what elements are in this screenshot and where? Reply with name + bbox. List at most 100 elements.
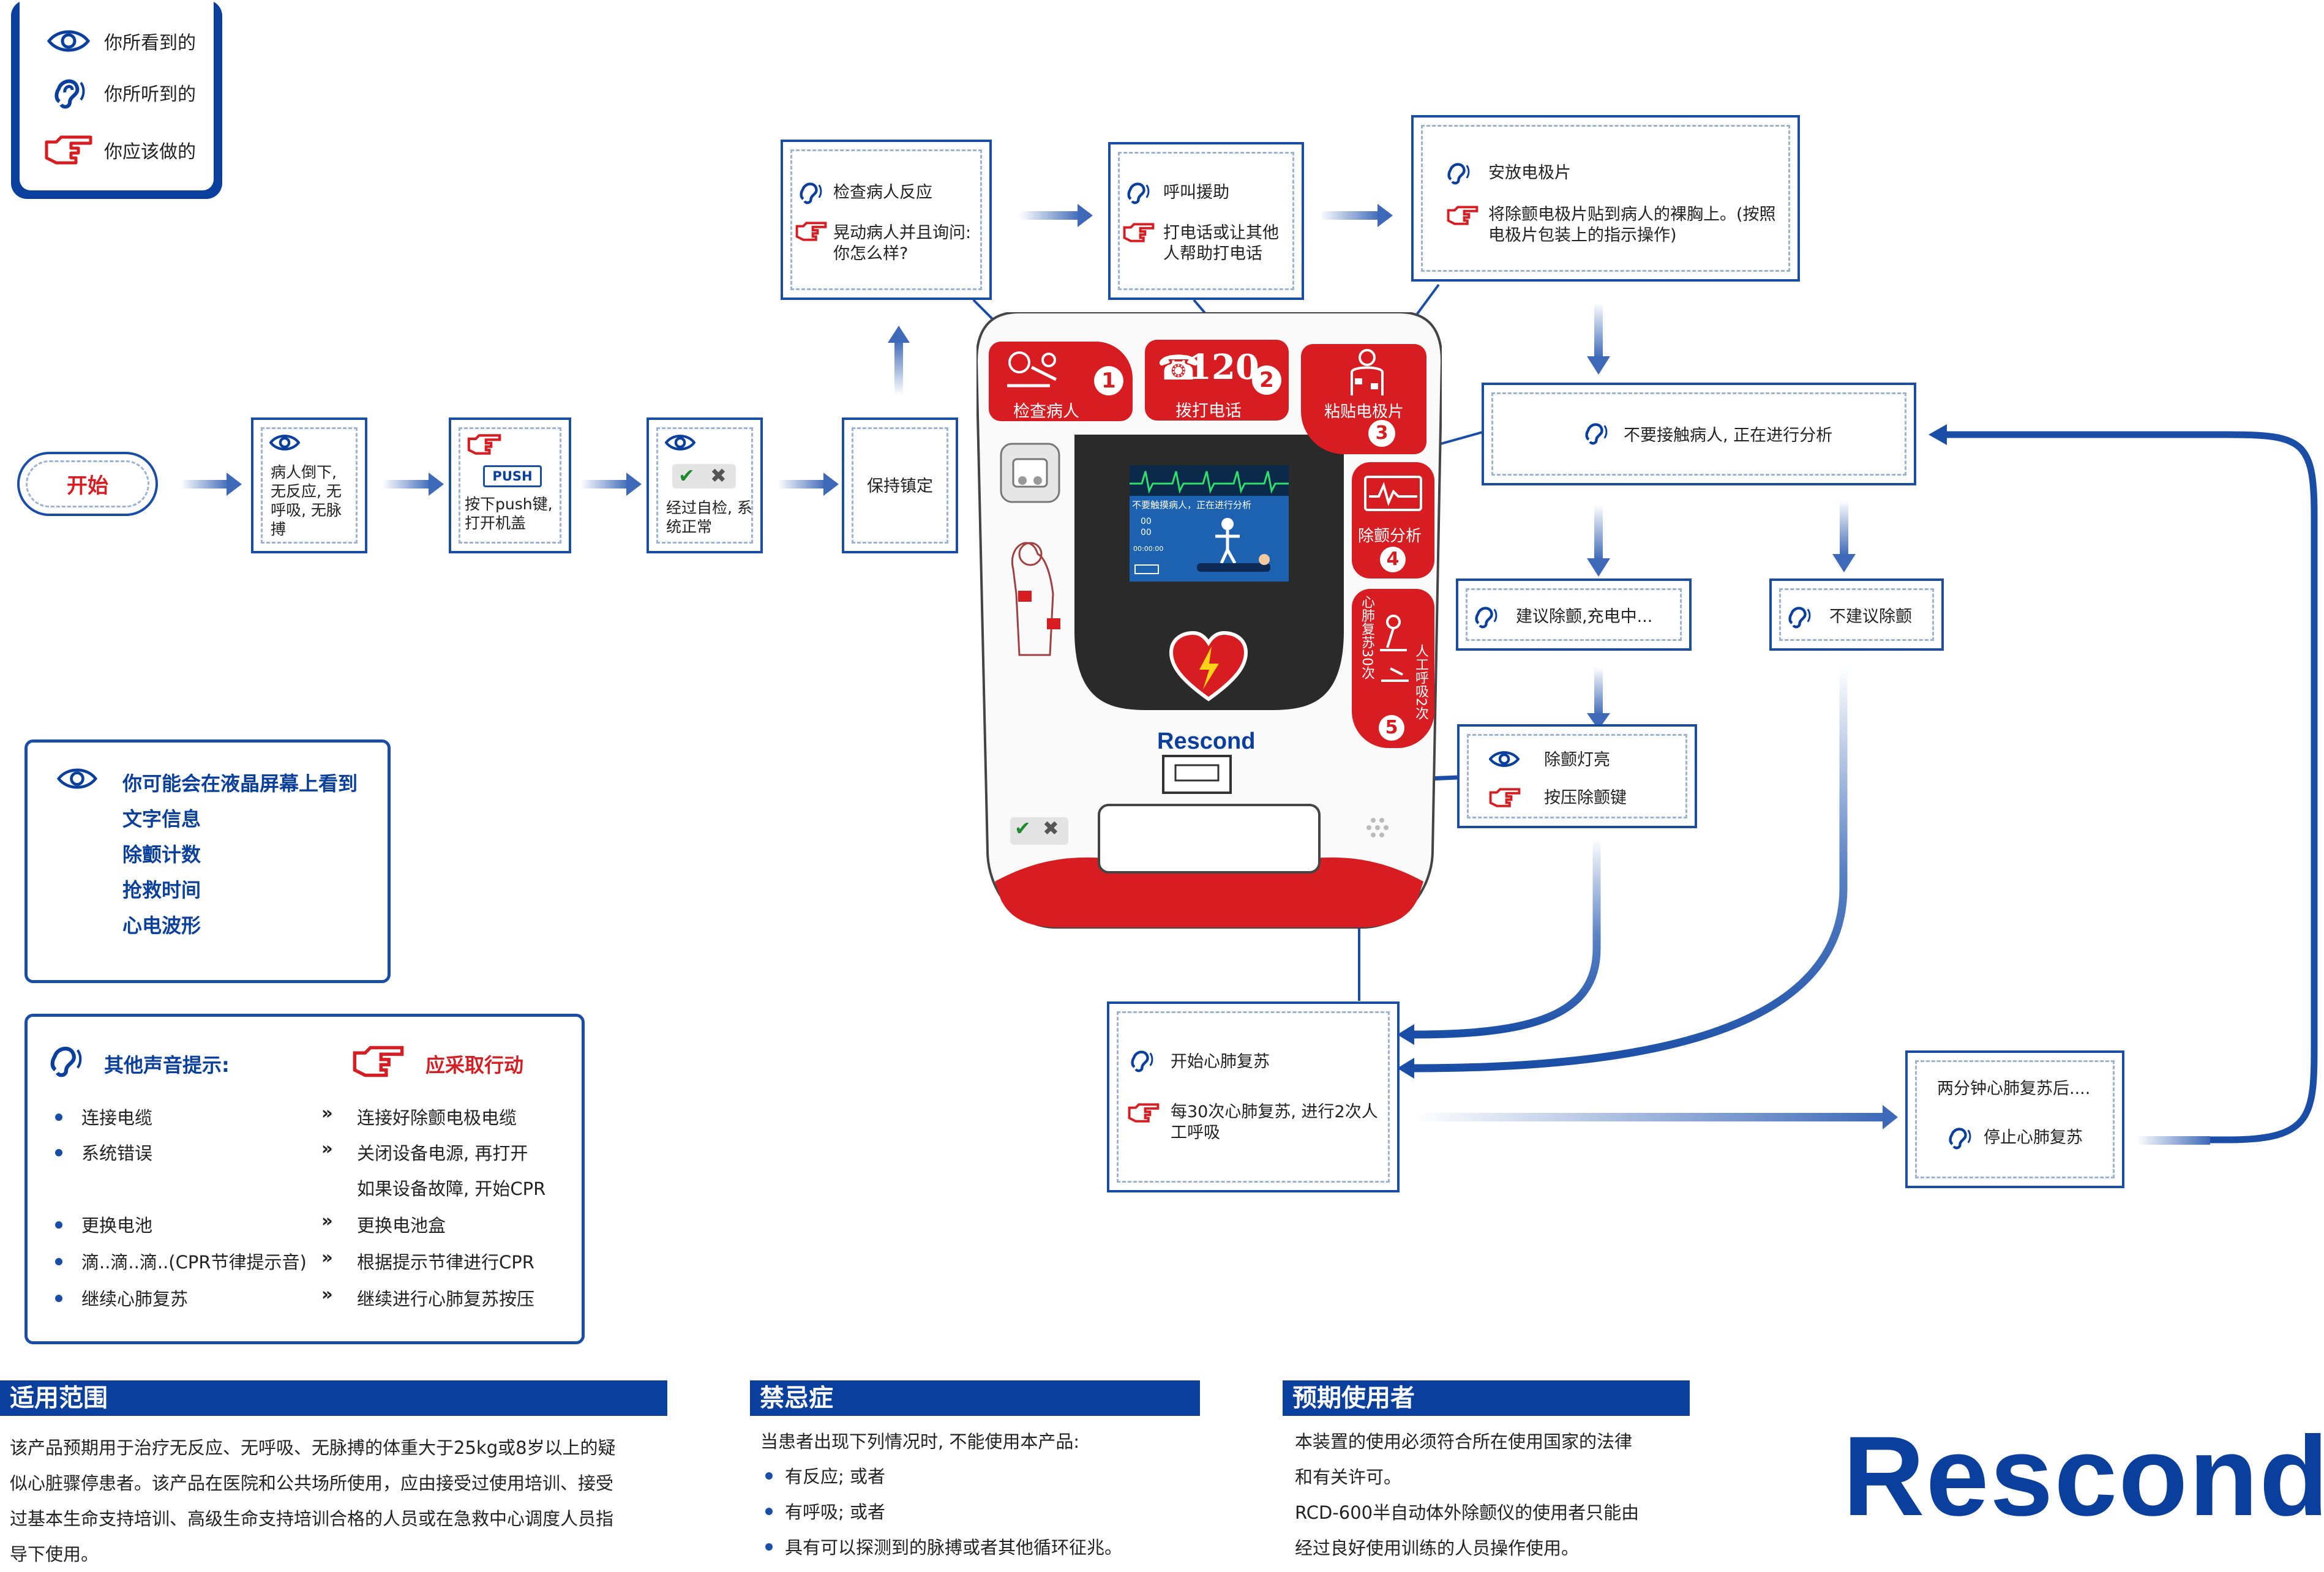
ear-icon [1128,1047,1155,1076]
lcd-item-ecg: 心电波形 [122,914,201,937]
shock-press-text: 按压除颤键 [1544,788,1627,807]
pointing-hand-icon [1128,1102,1160,1126]
scope-line: 似心脏骤停患者。该产品在医院和公共场所使用，应由接受过使用培训、接受 [10,1473,614,1494]
arrow-call-to-pads [1319,204,1393,227]
step-call-help: 呼叫援助 打电话或让其他人帮助打电话 [1108,142,1304,300]
scope-line: 过基本生命支持培训、高级生命支持培训合格的人员或在急救中心调度人员指 [10,1508,614,1529]
action-title: 应采取行动 [425,1054,524,1077]
action-item: 继续进行心肺复苏按压 [357,1289,535,1309]
action-item: 如果设备故障, 开始CPR [357,1178,546,1199]
users-line: RCD-600半自动体外除颤仪的使用者只能由 [1295,1502,1640,1523]
start-node: 开始 [17,452,158,516]
lcd-box-title: 你可能会在液晶屏幕上看到 [122,772,358,795]
legend-do: 你应该做的 [44,129,196,171]
sound-item: 继续心肺复苏 [81,1289,189,1309]
sound-item: 系统错误 [81,1143,153,1164]
double-chevron-icon: » [321,1284,333,1304]
check-hear-text: 检查病人反应 [833,183,932,202]
arrow-noshock-to-cpr [1414,667,1848,1072]
stop-cpr-text: 停止心肺复苏 [1984,1128,2083,1147]
pads-person-icon [1351,349,1384,395]
ear-icon [797,179,823,208]
lcd-item-rescue-time: 抢救时间 [122,878,201,902]
push-button: PUSH [483,465,542,487]
shock-advised-text: 建议除颤,充电中... [1516,607,1653,626]
legend-do-label: 你应该做的 [104,141,196,163]
legend-hear: 你所听到的 [44,71,196,114]
cpr-do-text: 每30次心肺复苏, 进行2次人工呼吸 [1171,1102,1378,1142]
tab-number-2: 2 [1252,365,1281,395]
pointing-hand-icon [352,1044,405,1082]
phone-icon: ☎ [1157,348,1200,388]
tab-shock-analysis: 除颤分析 4 [1352,462,1434,578]
ear-icon [1444,159,1471,189]
contra-item: 有呼吸; 或者 [785,1502,885,1522]
sound-item: 滴..滴..滴..(CPR节律提示音) [81,1252,307,1273]
sound-item: 更换电池 [81,1215,153,1236]
step-selfcheck: ✔ ✖ 经过自检, 系统正常 [647,417,763,553]
ear-icon [1946,1124,1973,1153]
monitor-icon [1364,476,1422,511]
patient-figure [1197,518,1270,572]
tab1-label: 检查病人 [1013,402,1079,421]
check-patient-icon [1007,351,1057,387]
selfcheck-text: 经过自检, 系统正常 [666,499,752,536]
step-calm: 保持镇定 [842,417,958,553]
analyze-text: 不要接触病人, 正在进行分析 [1624,426,1833,445]
arrow-start-to-collapse [181,473,242,496]
step-shock-light: 除颤灯亮 按压除颤键 [1457,724,1697,828]
pointing-hand-icon [1447,204,1479,229]
no-shock-text: 不建议除颤 [1829,607,1912,626]
pointing-hand-icon [44,132,93,168]
screen-shock-count: 00 [1141,517,1152,526]
collapse-text: 病人倒下, 无反应, 无呼吸, 无脉搏 [271,463,342,538]
contra-header: 禁忌症 [750,1380,1200,1416]
action-item: 根据提示节律进行CPR [357,1252,534,1273]
users-header: 预期使用者 [1283,1380,1690,1416]
two-min-text: 两分钟心肺复苏后.... [1937,1079,2091,1098]
tab2-main: 120 [1188,347,1259,387]
aed-device: 1 检查病人 ☎ 120 2 拨打电话 粘贴电极片 3 除颤分析 4 心肺复苏3… [975,311,1444,930]
pointing-hand-icon [795,220,827,245]
checkmark-icon: ✔ [1014,817,1031,840]
tab5-label-a: 心肺复苏30次 [1359,595,1374,679]
ear-icon [1472,603,1499,632]
lcd-item-shock-count: 除颤计数 [122,843,201,866]
step-shock-advised: 建议除颤,充电中... [1456,578,1692,651]
tab-number-1: 1 [1094,366,1123,395]
cross-icon: ✖ [1043,817,1059,840]
sound-box-title: 其他声音提示: [104,1054,230,1077]
screen-timer: 00:00:00 [1133,545,1164,553]
check-do-text: 晃动病人并且询问: 你怎么样? [833,223,972,263]
eye-icon [664,433,696,454]
ear-icon [1785,603,1812,632]
step-no-shock: 不建议除颤 [1769,578,1944,651]
pointing-hand-icon [1489,787,1521,811]
legend-see-label: 你所看到的 [104,32,196,54]
step-apply-pads: 安放电极片 将除颤电极片贴到病人的裸胸上。(按照电极片包装上的指示操作) [1411,115,1800,282]
users-line: 经过良好使用训练的人员操作使用。 [1295,1538,1580,1559]
screen-cpr-count: 00 [1141,528,1152,537]
call-do-text: 打电话或让其他人帮助打电话 [1163,223,1279,263]
cpr-hear-text: 开始心肺复苏 [1171,1052,1270,1071]
arrow-analyze-to-shock [1587,505,1610,577]
start-label: 开始 [67,474,108,498]
tab-number-5: 5 [1379,715,1404,741]
battery-icon [1134,564,1159,574]
tab-apply-pads: 粘贴电极片 3 [1301,344,1426,454]
scope-line: 导下使用。 [10,1544,99,1565]
eye-icon [44,23,93,59]
step-two-minutes: 两分钟心肺复苏后.... 停止心肺复苏 [1905,1050,2124,1188]
arrow-shock-to-light [1587,667,1610,730]
tab3-label: 粘贴电极片 [1324,403,1404,421]
pointing-hand-icon [1123,222,1155,246]
action-item: 更换电池盒 [357,1215,446,1236]
step-push: PUSH 按下push键, 打开机盖 [449,417,571,553]
sound-item: 连接电缆 [81,1107,153,1128]
eye-icon [269,433,301,454]
checkmark-icon: ✔ [678,464,695,487]
pointing-hand-icon [467,432,501,459]
shock-button[interactable] [1169,631,1248,704]
contra-intro: 当患者出现下列情况时, 不能使用本产品: [760,1431,1080,1452]
arrow-cpr-to-twomin [1414,1113,1886,1121]
